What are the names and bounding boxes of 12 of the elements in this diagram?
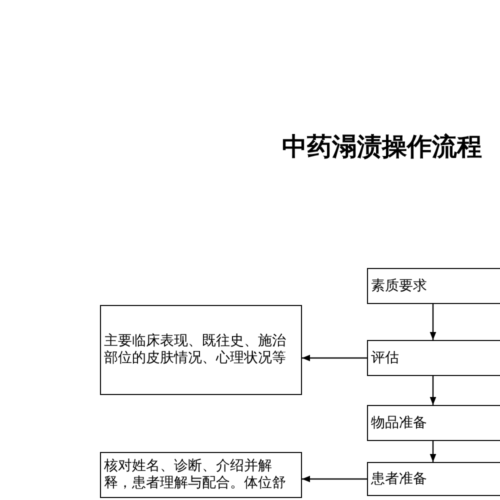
process-box: 核对姓名、诊断、介绍并解释，患者理解与配合。体位舒	[100, 452, 302, 498]
process-box: 患者准备	[367, 462, 500, 496]
process-box: 物品准备	[367, 405, 500, 441]
process-box: 主要临床表现、既往史、施治部位的皮肤情况、心理状况等	[100, 305, 302, 395]
arrow	[302, 476, 367, 482]
arrow	[430, 304, 436, 340]
title: 中药溻渍操作流程	[282, 131, 482, 163]
arrow	[430, 441, 436, 462]
process-box: 评估	[367, 340, 500, 376]
process-box: 素质要求	[367, 268, 500, 304]
arrow	[430, 376, 436, 405]
arrow	[302, 354, 367, 362]
